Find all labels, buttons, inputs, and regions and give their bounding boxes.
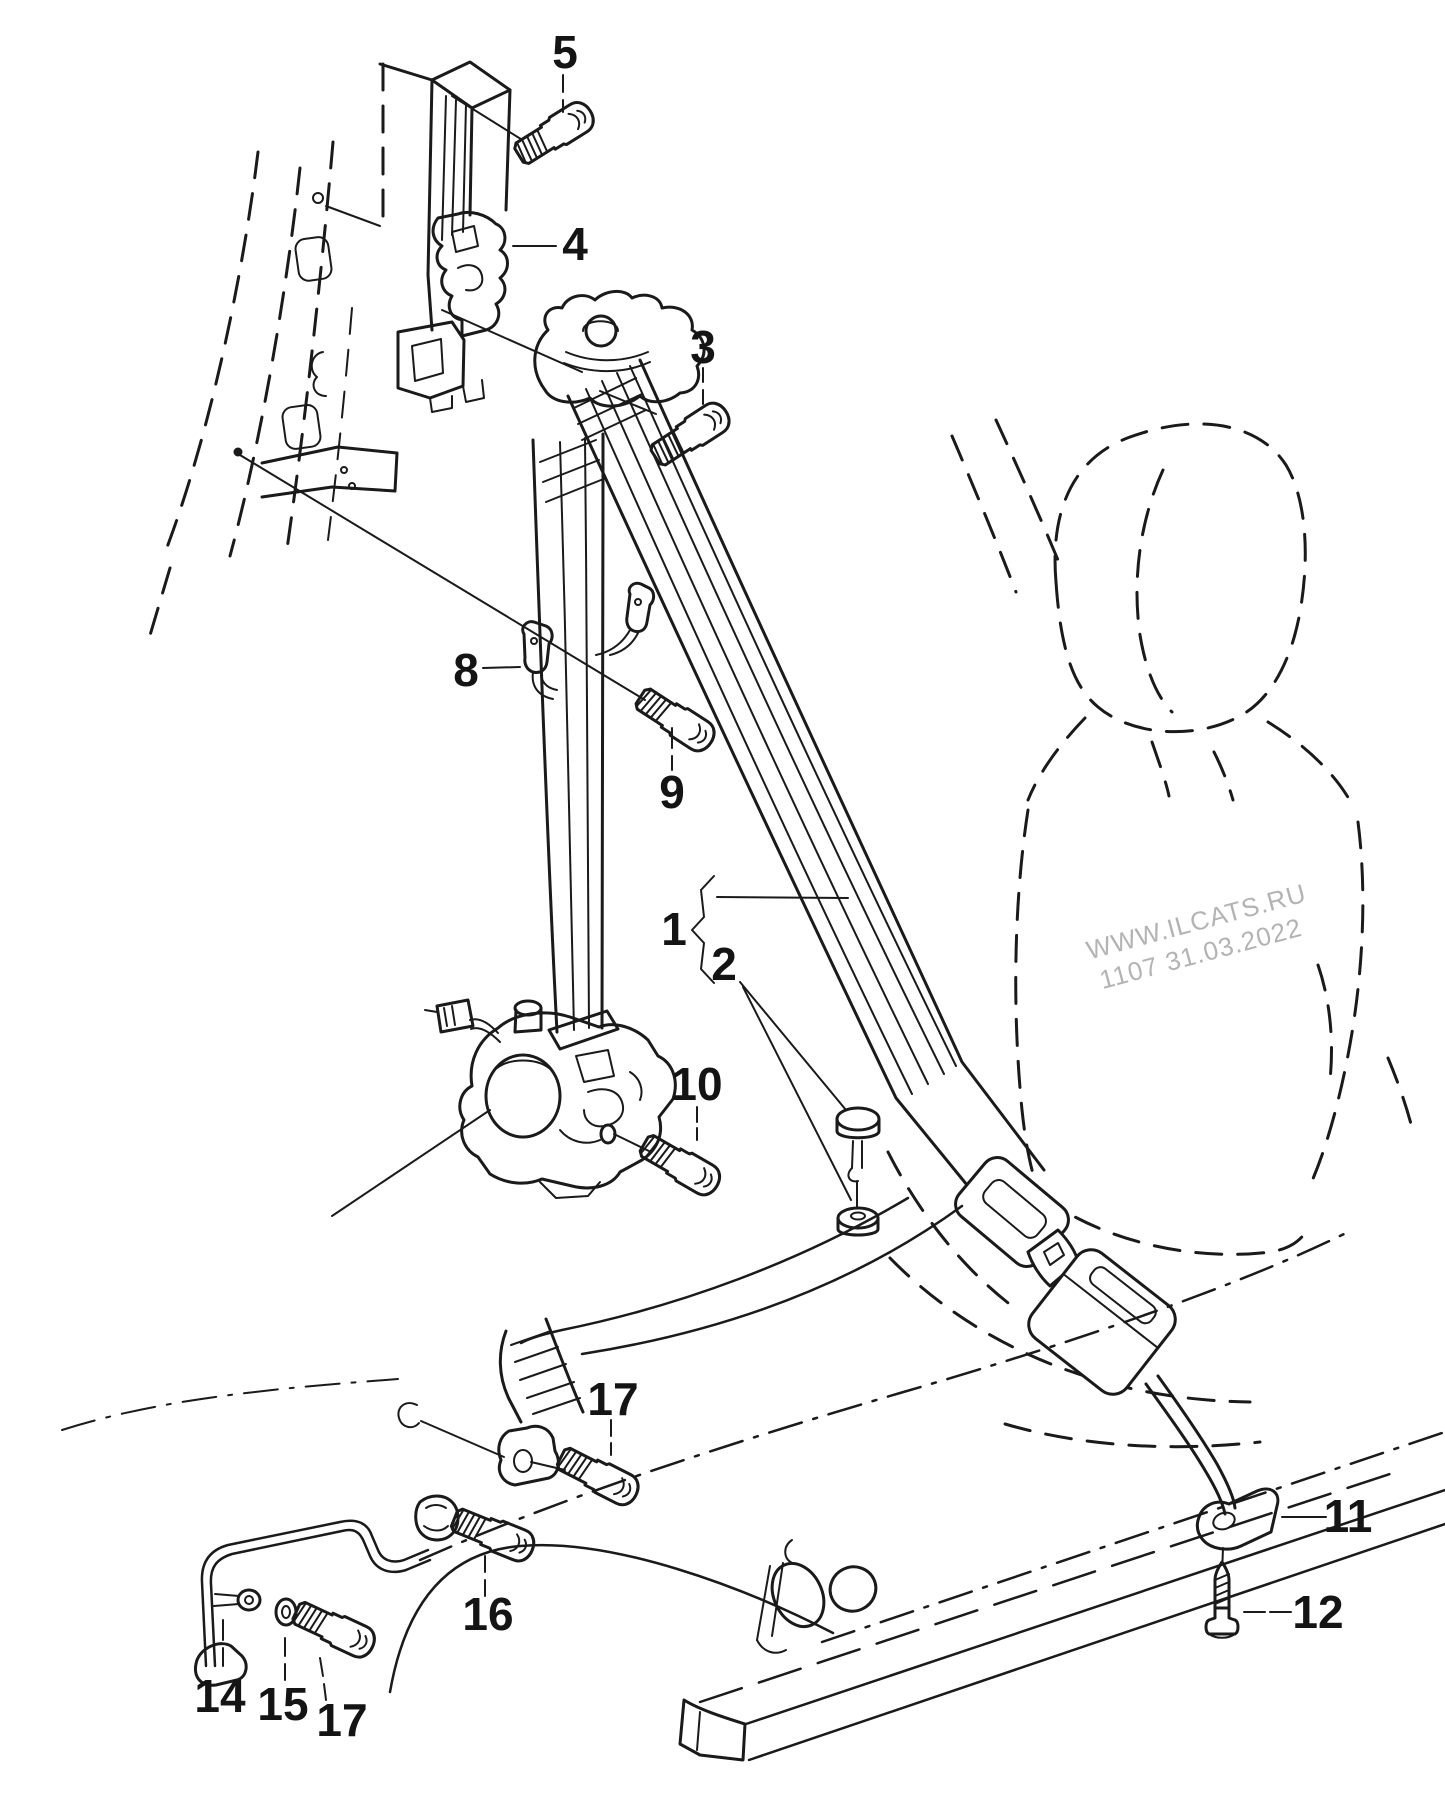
rod-foot xyxy=(194,1642,248,1687)
leader-pillar-screw-9 xyxy=(239,454,646,701)
wire-connector xyxy=(435,998,475,1034)
leader-part-8 xyxy=(482,666,521,669)
fastener-buttons-2 xyxy=(691,875,881,1237)
callout-17-lower[interactable]: 17 xyxy=(316,1694,367,1746)
buckle-cable xyxy=(1144,1382,1227,1516)
callout-14[interactable]: 14 xyxy=(194,1670,246,1722)
retractor-bolt-hole xyxy=(599,1123,617,1145)
callout-5[interactable]: 5 xyxy=(552,26,578,78)
callout-1-2-brace xyxy=(691,875,715,984)
seat-outline xyxy=(886,418,1416,1449)
callout-labels: 5 4 3 8 9 1 2 10 17 16 14 15 17 11 12 xyxy=(194,26,1372,1746)
lower-anchor-bracket xyxy=(497,1424,560,1487)
clip-ring xyxy=(397,1402,420,1429)
washer-15 xyxy=(274,1597,298,1627)
bolt-17-upper xyxy=(552,1441,645,1512)
callout-2[interactable]: 2 xyxy=(711,938,737,990)
pillar-slot-upper xyxy=(294,236,333,282)
callout-11[interactable]: 11 xyxy=(1324,1490,1373,1542)
belt-guide-hook-mate xyxy=(595,581,656,656)
leader-bolt-5 xyxy=(451,95,525,142)
leader-part-1 xyxy=(716,896,849,899)
callout-16[interactable]: 16 xyxy=(462,1588,513,1640)
callout-3[interactable]: 3 xyxy=(690,321,716,373)
callout-15[interactable]: 15 xyxy=(257,1678,308,1730)
anchor-rod-14 xyxy=(194,1494,460,1687)
callout-10[interactable]: 10 xyxy=(671,1058,722,1110)
bolt-16 xyxy=(446,1502,540,1567)
belt-guide-hook-8 xyxy=(482,620,558,700)
watermark: WWW.ILCATS.RU 1107 31.03.2022 xyxy=(1083,878,1309,995)
bolt-5 xyxy=(509,95,601,171)
bolt-10 xyxy=(634,1128,727,1202)
shoulder-belt xyxy=(566,358,1046,1198)
leader-bolt-17-upper xyxy=(530,1461,566,1471)
callout-4[interactable]: 4 xyxy=(562,218,588,270)
callout-17-upper[interactable]: 17 xyxy=(587,1373,638,1425)
bolt-17-lower xyxy=(288,1595,381,1664)
height-adjuster xyxy=(396,60,583,413)
callout-12[interactable]: 12 xyxy=(1292,1586,1343,1638)
belt-top-anchor xyxy=(533,290,706,415)
lap-belt-lower-run xyxy=(397,1196,964,1487)
callout-leaders xyxy=(222,74,704,1701)
floor-sill xyxy=(61,1231,1445,1762)
belt-retractor xyxy=(331,998,677,1217)
leader-part-2b xyxy=(742,986,852,1201)
leader-clip-bracket xyxy=(420,1420,505,1458)
callout-9[interactable]: 9 xyxy=(659,766,685,818)
callout-8[interactable]: 8 xyxy=(453,644,479,696)
leader-bolt-10 xyxy=(613,1133,652,1153)
leader-part-2a xyxy=(739,981,847,1111)
pillar-hole-mark xyxy=(312,192,324,204)
leader-adjuster-anchor xyxy=(441,309,583,373)
callout-1[interactable]: 1 xyxy=(661,903,687,955)
vertical-belt xyxy=(531,432,605,1034)
leader-retractor-pillar xyxy=(331,1109,491,1217)
sill-channel xyxy=(678,1698,747,1762)
pillar-slot-lower xyxy=(281,403,322,450)
buckle xyxy=(1027,1248,1237,1516)
b-pillar-upper-outline xyxy=(146,62,434,644)
rod-clamp xyxy=(414,1494,460,1542)
screw-12 xyxy=(1204,1560,1240,1639)
